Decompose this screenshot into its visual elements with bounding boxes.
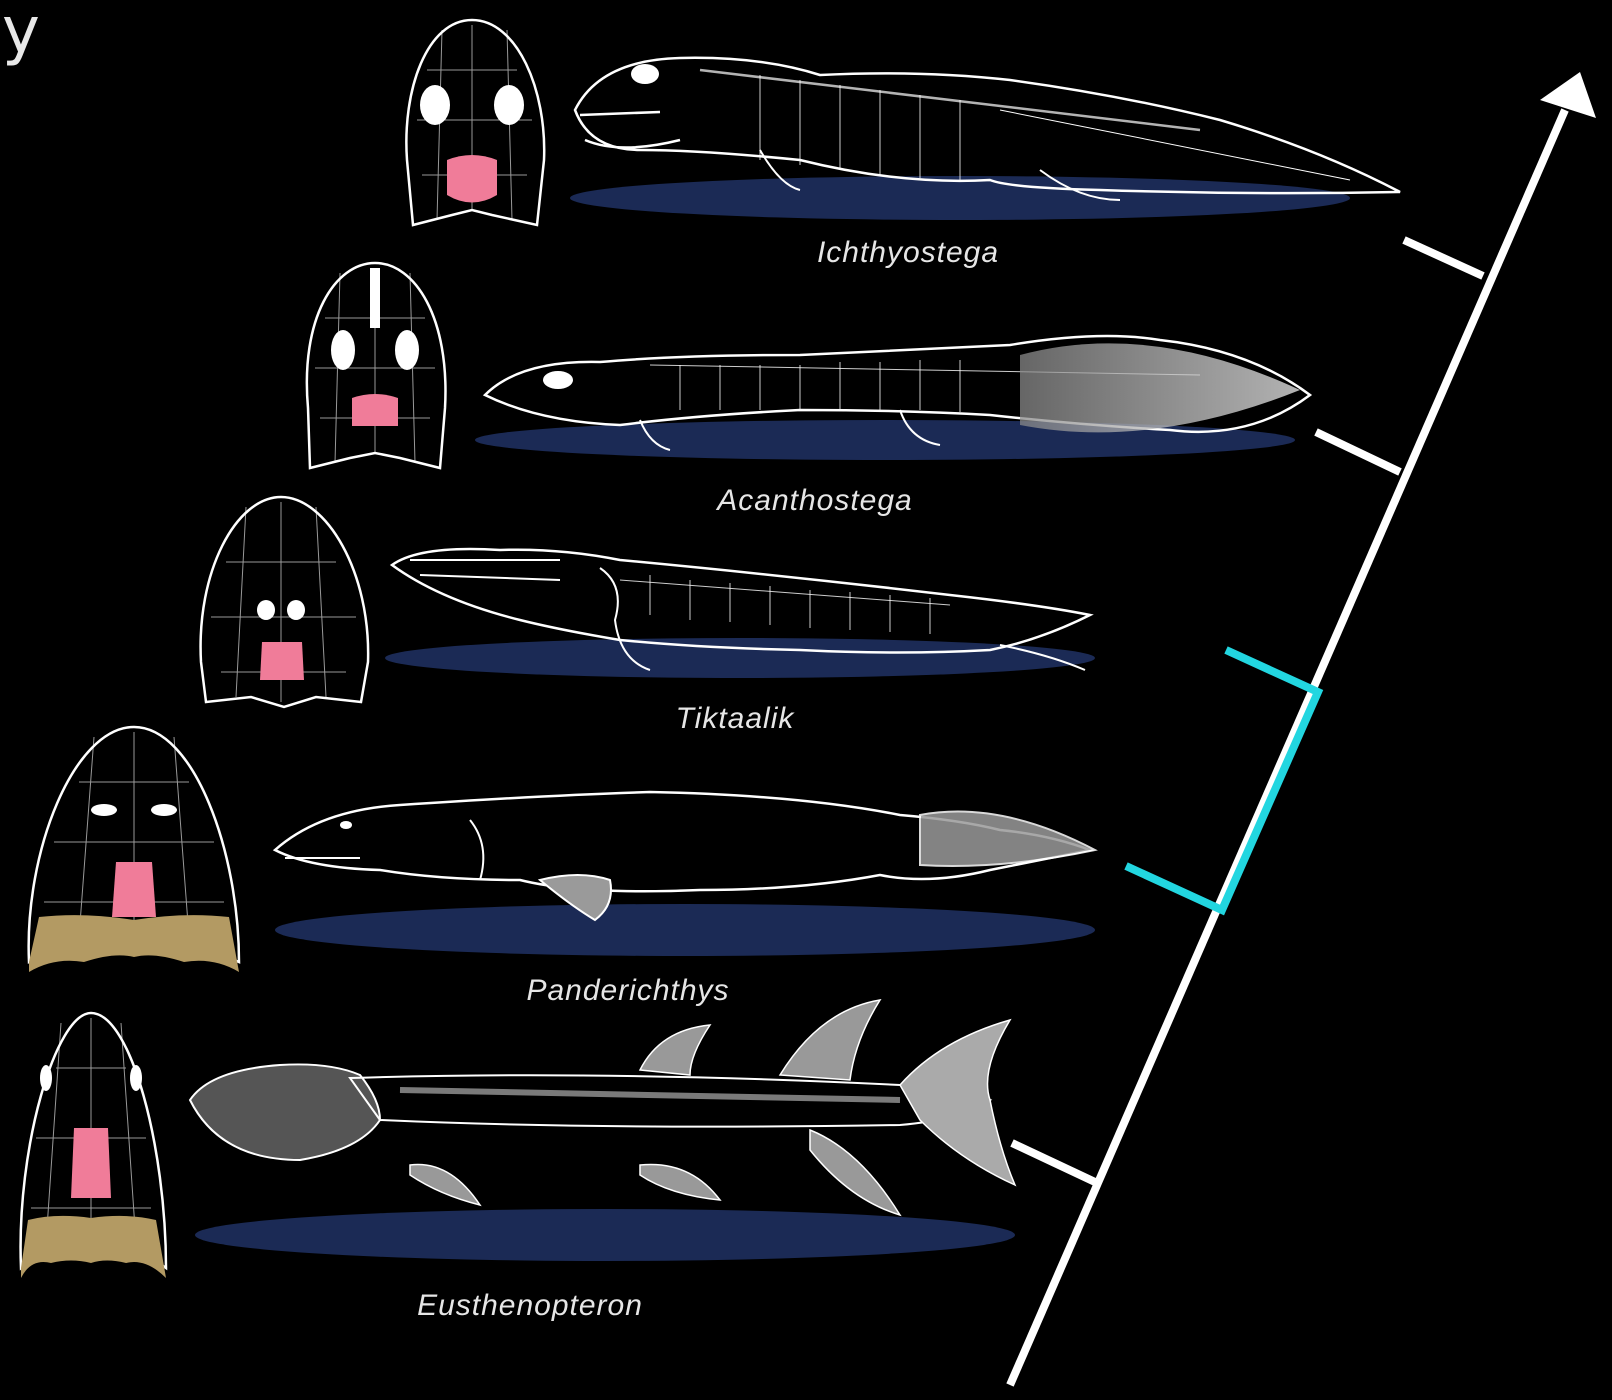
branch-ichthyostega — [1404, 240, 1483, 276]
skull-ichthyostega — [406, 20, 544, 225]
shadow-panderichthys — [275, 904, 1095, 956]
skull-tiktaalik — [201, 497, 369, 707]
shadow-tiktaalik — [385, 638, 1095, 678]
branch-acanthostega — [1316, 432, 1400, 472]
shadow-ichthyostega — [570, 176, 1350, 220]
cladogram-trunk — [1010, 110, 1565, 1385]
cladogram-arrowhead — [1540, 72, 1596, 118]
row-tiktaalik: Tiktaalik — [201, 497, 1095, 735]
fossil-eusthenopteron — [190, 1000, 1015, 1215]
branch-eusthenopteron — [1012, 1143, 1095, 1182]
taxon-label-tiktaalik: Tiktaalik — [676, 702, 796, 735]
skull-panderichthys — [29, 727, 239, 972]
skull-eusthenopteron — [21, 1013, 166, 1278]
row-panderichthys: Panderichthys — [29, 727, 1095, 1007]
row-ichthyostega: Ichthyostega — [406, 20, 1400, 269]
row-eusthenopteron: Eusthenopteron — [21, 1000, 1015, 1322]
taxon-label-panderichthys: Panderichthys — [526, 974, 729, 1007]
shadow-eusthenopteron — [195, 1209, 1015, 1261]
cladogram — [1010, 72, 1596, 1385]
tail-fin-panderichthys — [920, 812, 1095, 866]
taxon-label-ichthyostega: Ichthyostega — [817, 236, 999, 269]
skull-acanthostega — [307, 263, 446, 468]
tail-fin-acanthostega — [1020, 343, 1300, 432]
highlight-clade-bracket — [1126, 650, 1318, 910]
taxon-label-eusthenopteron: Eusthenopteron — [417, 1289, 643, 1322]
taxon-label-acanthostega: Acanthostega — [715, 484, 912, 517]
row-acanthostega: Acanthostega — [307, 263, 1310, 517]
